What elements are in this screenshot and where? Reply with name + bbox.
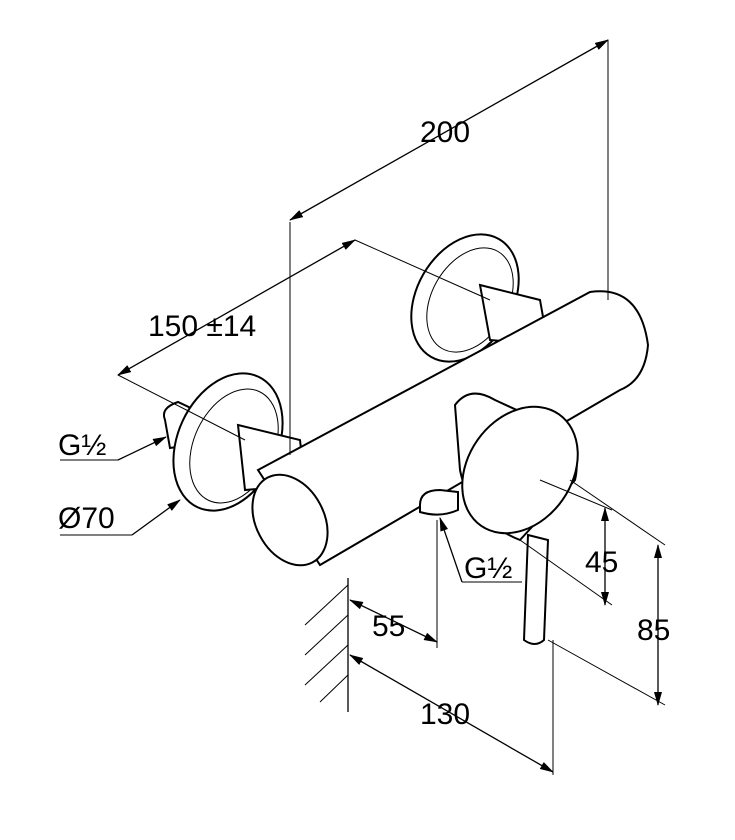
dimension-55: 55: [349, 520, 438, 648]
inlet-thread-label: G½: [58, 429, 106, 462]
outlet-thread-callout: G½: [439, 517, 522, 585]
wall-hatch: [304, 578, 349, 712]
dimension-45: 45: [519, 479, 618, 606]
dimension-label-130: 130: [420, 698, 470, 731]
outlet-thread-label: G½: [464, 552, 512, 585]
dimension-200: 200: [289, 39, 609, 455]
flange-diameter-label: Ø70: [58, 502, 115, 535]
dimension-label-55: 55: [372, 610, 405, 643]
dimension-130: 130: [349, 640, 554, 775]
dimension-label-45: 45: [585, 546, 618, 579]
dimension-label-150: 150 ±14: [148, 310, 256, 343]
flange-diameter-callout: Ø70: [58, 499, 181, 536]
outlet-nozzle: [419, 488, 459, 516]
dimension-label-200: 200: [420, 116, 470, 149]
dimension-label-85: 85: [637, 614, 670, 647]
mixer-body: [251, 290, 650, 567]
dimension-85: 85: [547, 479, 670, 706]
dimension-150: 150 ±14: [117, 239, 491, 441]
inlet-thread-callout: G½: [58, 429, 167, 462]
mixer-handle: [453, 392, 579, 645]
